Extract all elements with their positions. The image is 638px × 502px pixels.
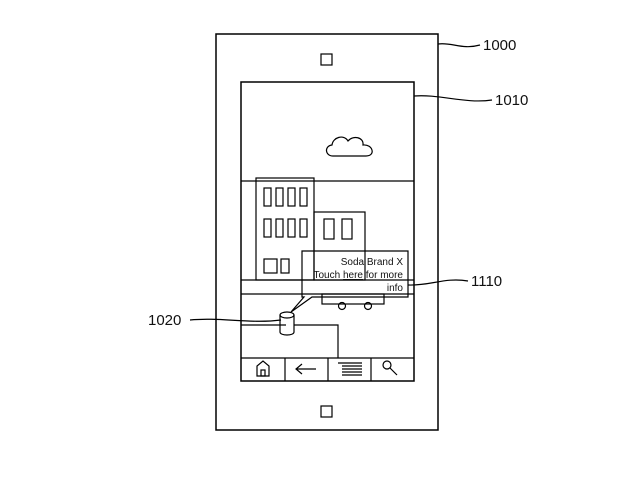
- ref-1010: 1010: [495, 92, 528, 109]
- popup-info-text: info: [387, 283, 404, 294]
- device-frame: [215, 33, 439, 431]
- device-screen: Soda Brand X Touch here for more info: [240, 81, 415, 382]
- popup-touch-text: Touch: [314, 270, 343, 281]
- home-icon[interactable]: [256, 360, 270, 377]
- tall-building: [255, 177, 315, 281]
- ref-1020: 1020: [148, 312, 181, 329]
- ref-1110: 1110: [471, 273, 502, 290]
- leader-line-1110: [407, 279, 469, 286]
- popup-line2: Touch here for more: [314, 270, 404, 281]
- back-arrow-icon[interactable]: [295, 363, 316, 375]
- popup-for-more-text: for more: [363, 270, 403, 281]
- nav-bar: [256, 358, 398, 381]
- leader-line-1010: [413, 95, 493, 102]
- leader-line-1020: [189, 318, 282, 322]
- leader-line-1000: [437, 43, 481, 48]
- search-icon[interactable]: [382, 360, 398, 376]
- soda-can[interactable]: [279, 311, 295, 336]
- cloud-icon: [325, 136, 373, 157]
- menu-icon[interactable]: [338, 362, 362, 376]
- product-popup[interactable]: Soda Brand X Touch here for more info: [290, 250, 409, 313]
- top-hardware-button[interactable]: [320, 53, 333, 66]
- ref-1000: 1000: [483, 37, 516, 54]
- vehicle: [321, 293, 385, 311]
- bottom-hardware-button[interactable]: [320, 405, 333, 418]
- popup-here-link[interactable]: here: [343, 270, 363, 281]
- popup-title: Soda Brand X: [341, 257, 404, 268]
